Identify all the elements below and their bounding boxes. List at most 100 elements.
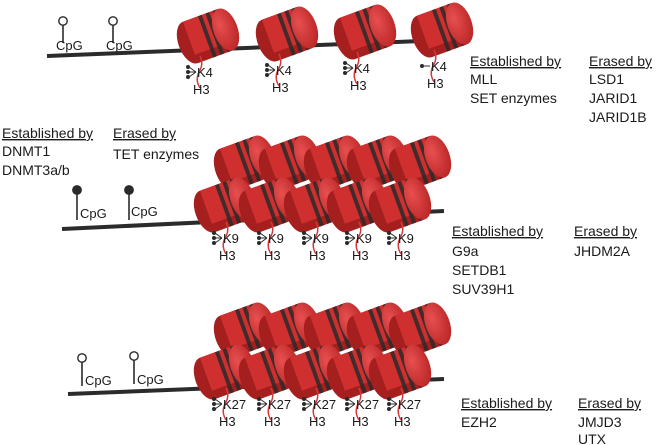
histone-label: H3 — [309, 414, 326, 429]
histone-label: H3 — [193, 82, 210, 97]
cpg-site-unmethylated — [108, 16, 118, 43]
histone-label: H3 — [352, 414, 369, 429]
p1-erased-item: JARID1 — [589, 90, 637, 106]
histone-label: H3 — [219, 414, 236, 429]
dna-strand-1 — [46, 37, 471, 58]
nucleosome — [176, 8, 240, 64]
methyl-mark-icon — [257, 231, 268, 245]
lysine-label: K27 — [313, 397, 336, 412]
methyl-mark-icon — [387, 231, 398, 245]
cpg-label: CpG — [85, 373, 112, 388]
cpg-site-unmethylated — [77, 353, 87, 386]
dnmt-established-item: DNMT3a/b — [2, 162, 70, 178]
histone-label: H3 — [350, 78, 367, 93]
nucleosome — [368, 344, 432, 400]
nucleosome-layer — [176, 2, 474, 400]
histone-label: H3 — [272, 80, 289, 95]
p3-erased-header: Erased by — [578, 395, 641, 411]
lysine-label: K4 — [197, 65, 213, 80]
lysine-label: K27 — [398, 397, 421, 412]
panel-h3k9-enzymes: Established by G9a SETDB1 SUV39H1 Erased… — [452, 223, 637, 297]
cpg-label: CpG — [131, 204, 158, 219]
methyl-mark-icon — [302, 231, 313, 245]
p2-established-item: SUV39H1 — [452, 281, 514, 297]
methyl-mark-icon — [387, 397, 398, 411]
nucleosome — [346, 135, 410, 191]
methyl-mark-icon — [257, 397, 268, 411]
histone-label: H3 — [309, 248, 326, 263]
lysine-label: K9 — [313, 231, 329, 246]
lysine-label: K9 — [398, 231, 414, 246]
p1-erased-item: LSD1 — [589, 71, 624, 87]
methyl-mark-icon — [345, 397, 356, 411]
methyl-mark-icon — [186, 65, 197, 79]
nucleosome — [368, 177, 432, 233]
cpg-site-methylated — [72, 185, 82, 220]
nucleosome — [333, 4, 397, 60]
p1-erased-header: Erased by — [589, 53, 652, 69]
methyl-mark-icon — [345, 231, 356, 245]
nucleosome — [193, 344, 257, 400]
histone-label: H3 — [427, 76, 444, 91]
p2-erased-item: JHDM2A — [574, 243, 631, 259]
lysine-label: K9 — [356, 231, 372, 246]
histone-label: H3 — [394, 248, 411, 263]
cpg-layer: CpG CpG CpG CpG CpG CpG — [56, 16, 164, 388]
p2-established-item: G9a — [452, 243, 479, 259]
dnmt-erased-item: TET enzymes — [113, 146, 199, 162]
nucleosome — [255, 6, 319, 62]
cpg-site-unmethylated — [58, 16, 68, 43]
methyl-mark-icon — [212, 397, 223, 411]
panel-h3k27-enzymes: Established by EZH2 Erased by JMJD3 UTX — [461, 395, 641, 445]
panel-active-enzymes: Established by MLL SET enzymes Erased by… — [470, 53, 652, 125]
p3-established-header: Established by — [461, 395, 552, 411]
lysine-label: K27 — [268, 397, 291, 412]
nucleosome — [238, 177, 302, 233]
p2-established-header: Established by — [452, 223, 543, 239]
dnmt-established-item: DNMT1 — [2, 143, 50, 159]
cpg-label: CpG — [80, 206, 107, 221]
histone-label: H3 — [352, 248, 369, 263]
cpg-label: CpG — [106, 38, 133, 53]
methyl-mark-icon — [212, 231, 223, 245]
histone-label: H3 — [219, 248, 236, 263]
cpg-label: CpG — [137, 372, 164, 387]
methyl-mark-icon — [343, 61, 354, 75]
histone-label: H3 — [264, 414, 281, 429]
lysine-label: K4 — [431, 59, 447, 74]
cpg-label: CpG — [56, 38, 83, 53]
histone-label: H3 — [394, 414, 411, 429]
methyl-mark-icon — [302, 397, 313, 411]
methyl-mark-icon — [420, 64, 430, 68]
p3-erased-item: JMJD3 — [578, 414, 622, 430]
p3-erased-item: UTX — [578, 431, 607, 445]
lysine-label: K27 — [356, 397, 379, 412]
p2-established-item: SETDB1 — [452, 262, 507, 278]
nucleosome — [410, 2, 474, 58]
dnmt-erased-header: Erased by — [113, 125, 176, 141]
cpg-site-unmethylated — [129, 351, 139, 384]
lysine-label: K9 — [268, 231, 284, 246]
p1-established-header: Established by — [470, 53, 561, 69]
cpg-site-methylated — [124, 185, 134, 220]
p3-established-item: EZH2 — [461, 414, 497, 430]
dnmt-established-header: Established by — [2, 125, 93, 141]
dna-methylation-enzymes: Established by DNMT1 DNMT3a/b Erased by … — [2, 125, 199, 178]
p1-established-item: SET enzymes — [470, 90, 557, 106]
lysine-label: K27 — [223, 397, 246, 412]
p1-established-item: MLL — [470, 71, 497, 87]
